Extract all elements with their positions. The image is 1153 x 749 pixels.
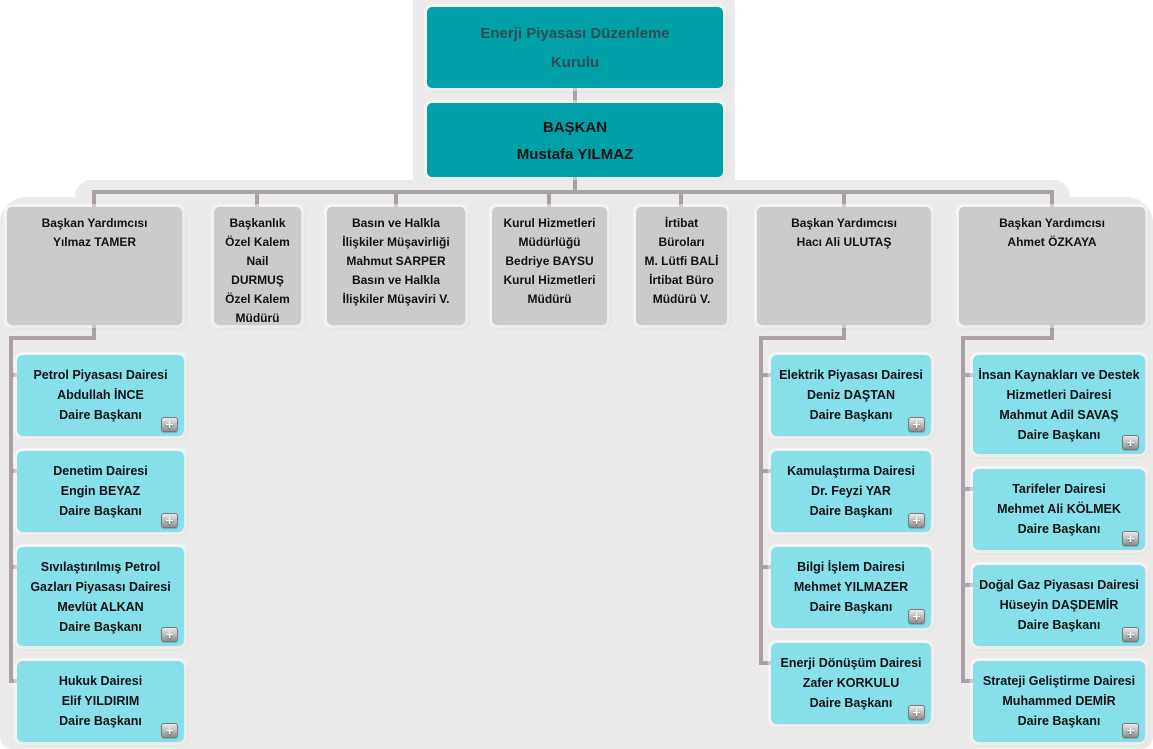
- expand-button[interactable]: +: [1122, 435, 1139, 450]
- plus-icon: +: [912, 609, 921, 624]
- connector-line: [573, 88, 577, 104]
- expand-button[interactable]: +: [161, 627, 178, 642]
- connector-line: [961, 336, 965, 683]
- connector-line: [9, 679, 17, 683]
- connector-line: [759, 565, 771, 569]
- connector-line: [961, 336, 1054, 340]
- connector-line: [573, 177, 577, 192]
- expand-button[interactable]: +: [161, 417, 178, 432]
- connector-line: [961, 583, 973, 587]
- connector-line: [92, 190, 1054, 194]
- plus-icon: +: [165, 723, 174, 738]
- expand-button[interactable]: +: [161, 513, 178, 528]
- connector-line: [759, 336, 846, 340]
- connector-line: [759, 336, 763, 665]
- plus-icon: +: [165, 417, 174, 432]
- connector-line: [759, 373, 771, 377]
- connector-line: [842, 194, 846, 207]
- connector-line: [759, 469, 771, 473]
- expand-button[interactable]: +: [908, 513, 925, 528]
- expand-button[interactable]: +: [1122, 531, 1139, 546]
- expand-button[interactable]: +: [908, 705, 925, 720]
- connector-line: [679, 194, 683, 207]
- connector-line: [547, 194, 551, 207]
- plus-icon: +: [1126, 531, 1135, 546]
- connector-line: [9, 336, 96, 340]
- connector-line: [9, 565, 17, 569]
- plus-icon: +: [912, 417, 921, 432]
- plus-icon: +: [165, 627, 174, 642]
- expand-button[interactable]: +: [161, 723, 178, 738]
- connector-line: [842, 325, 846, 339]
- connector-line: [1050, 325, 1054, 339]
- connector-line: [961, 373, 973, 377]
- connector-line: [961, 487, 973, 491]
- connector-line: [961, 679, 973, 683]
- plus-icon: +: [1126, 627, 1135, 642]
- connector-line: [759, 661, 771, 665]
- expand-button[interactable]: +: [1122, 723, 1139, 738]
- connector-line: [394, 194, 398, 207]
- connector-line: [92, 194, 96, 207]
- expand-button[interactable]: +: [1122, 627, 1139, 642]
- plus-icon: +: [1126, 435, 1135, 450]
- connector-line: [92, 325, 96, 339]
- connector-line: [1050, 194, 1054, 207]
- connector-line: [9, 469, 17, 473]
- connector-line: [9, 373, 17, 377]
- expand-button[interactable]: +: [908, 609, 925, 624]
- plus-icon: +: [912, 513, 921, 528]
- connector-line: [255, 194, 259, 207]
- connector-line: [9, 336, 13, 683]
- plus-icon: +: [912, 705, 921, 720]
- plus-icon: +: [165, 513, 174, 528]
- expand-button[interactable]: +: [908, 417, 925, 432]
- plus-icon: +: [1126, 723, 1135, 738]
